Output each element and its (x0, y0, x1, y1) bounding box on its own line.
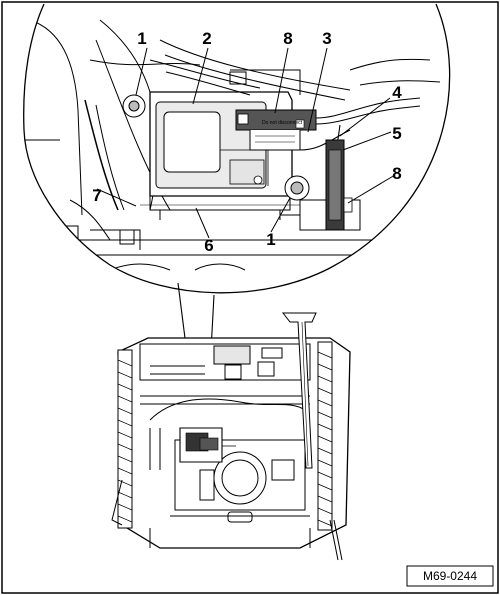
callout-label: 2 (202, 29, 211, 48)
figure-id-box: M69-0244 (406, 565, 494, 587)
figure-id: M69-0244 (423, 569, 477, 583)
callout-label: 3 (322, 29, 331, 48)
control-unit-location (179, 427, 236, 463)
right-seat-rail (317, 341, 333, 531)
callout-numbers: 1 2 8 3 4 5 8 7 6 1 (92, 29, 402, 255)
mounting-bolt-icon (122, 94, 310, 201)
side-connector (325, 139, 353, 231)
wiring-harness (149, 59, 421, 161)
callout-label: 8 (392, 164, 401, 183)
callout-label: 7 (92, 186, 101, 205)
callout-label: 8 (283, 29, 292, 48)
callout-label: 4 (392, 83, 402, 102)
callout-label: 5 (392, 124, 401, 143)
zoom-detail-view: Do not disconnect (23, 3, 451, 294)
callout-label: 1 (266, 230, 275, 249)
callout-label: 1 (137, 29, 146, 48)
callout-label: 6 (204, 236, 213, 255)
seat-overview (111, 312, 351, 561)
callout-leaders (96, 47, 396, 239)
zoom-outline (23, 3, 451, 294)
left-seat-rail (117, 349, 133, 529)
connector-label-text: Do not disconnect (262, 120, 303, 126)
seat-adjust-lever (281, 312, 317, 469)
connector-plug: Do not disconnect (235, 109, 317, 151)
